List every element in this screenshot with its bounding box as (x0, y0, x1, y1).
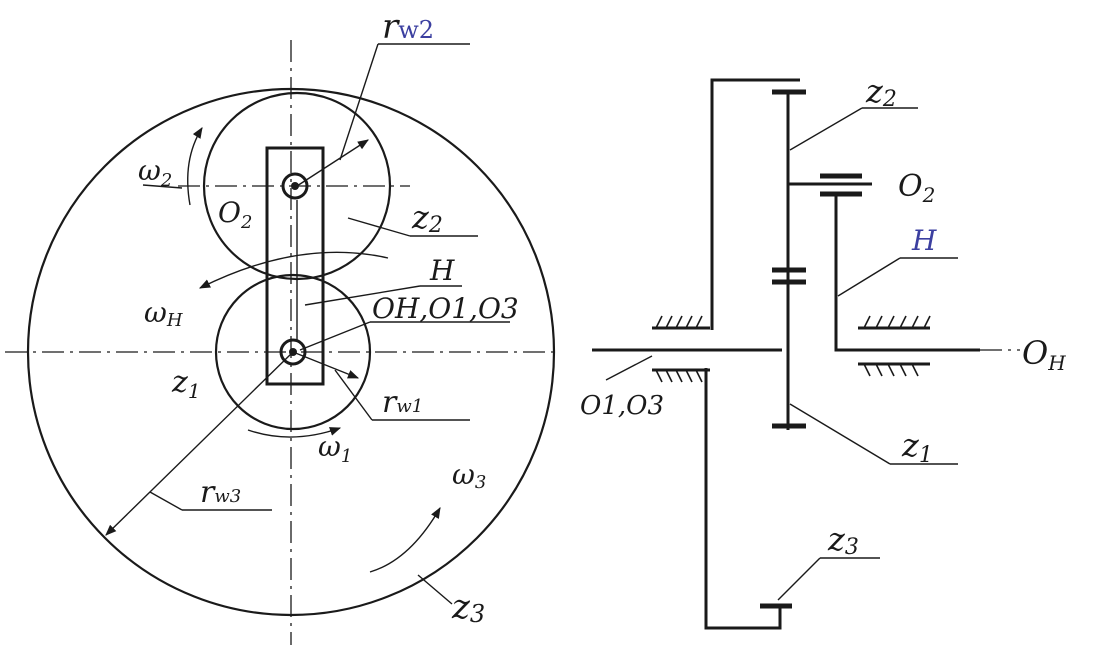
sun-gear-z1 (214, 273, 372, 431)
label-omega3: ω3 (452, 458, 486, 493)
side-h-leader (837, 257, 901, 297)
omega2-tick (142, 184, 183, 189)
label-rw3: rw3 (200, 475, 241, 510)
label-omega1: ω1 (318, 430, 352, 467)
side-label-o1o3: O1,O3 (580, 391, 664, 421)
pivot-oh (279, 338, 307, 366)
carrier-arm-h (265, 146, 325, 386)
side-view: z2 O2 H OH O1,O3 z1 z3 (580, 72, 1066, 630)
label-centers: OH,O1,O3 (372, 292, 519, 325)
carrier-h (834, 194, 980, 352)
label-o2: O2 (218, 196, 252, 233)
rw2-leader (339, 43, 379, 161)
h-leader (304, 285, 421, 306)
label-h: H (429, 254, 455, 287)
side-label-z1: z1 (901, 426, 933, 468)
omega3-arrow (369, 507, 441, 573)
hatch-right-bottom (863, 363, 919, 377)
label-omega2: ω2 (138, 154, 172, 191)
side-label-z2: z2 (865, 72, 897, 112)
pivot-o2 (281, 172, 309, 200)
label-z2: z2 (411, 198, 443, 238)
rw3-radius-arrow (105, 351, 294, 536)
ring-gear-z3 (26, 87, 556, 617)
ring-housing-bottom (704, 368, 782, 630)
side-z3-leader (777, 557, 821, 601)
side-label-z3: z3 (827, 520, 859, 560)
rw2-radius-arrow (296, 139, 369, 187)
label-z3: z3 (451, 587, 485, 628)
side-z1-leader (789, 403, 891, 465)
rw1-radius-arrow (292, 351, 360, 379)
side-label-o2: O2 (898, 169, 935, 207)
omega2-arrow (187, 127, 203, 206)
label-rw1: rw1 (382, 385, 423, 420)
rw3-leader (149, 491, 183, 511)
omega1-arrow (247, 427, 342, 438)
hatch-left-top (655, 315, 703, 329)
pivot-o2-dot (291, 182, 299, 190)
side-label-oh: OH (1022, 334, 1066, 375)
label-z1: z1 (171, 365, 201, 403)
z3-leader (417, 574, 453, 605)
side-z2-leader (789, 107, 863, 151)
ring-housing-top (710, 78, 800, 330)
hatch-left-bottom (655, 369, 703, 383)
side-label-h: H (911, 224, 937, 257)
omegah-arrow (198, 251, 389, 289)
side-o1o3-leader (605, 355, 653, 381)
hatch-right-top (863, 315, 931, 329)
front-view: rw2 ω2 O2 z2 H ωH OH,O1,O3 z1 rw1 ω1 rw3… (5, 7, 558, 645)
z2-leader (347, 217, 411, 237)
rw1-leader (334, 369, 373, 421)
centers-leader (299, 321, 371, 351)
label-omegah: ωH (144, 296, 183, 331)
label-rw2: rw2 (382, 7, 434, 47)
